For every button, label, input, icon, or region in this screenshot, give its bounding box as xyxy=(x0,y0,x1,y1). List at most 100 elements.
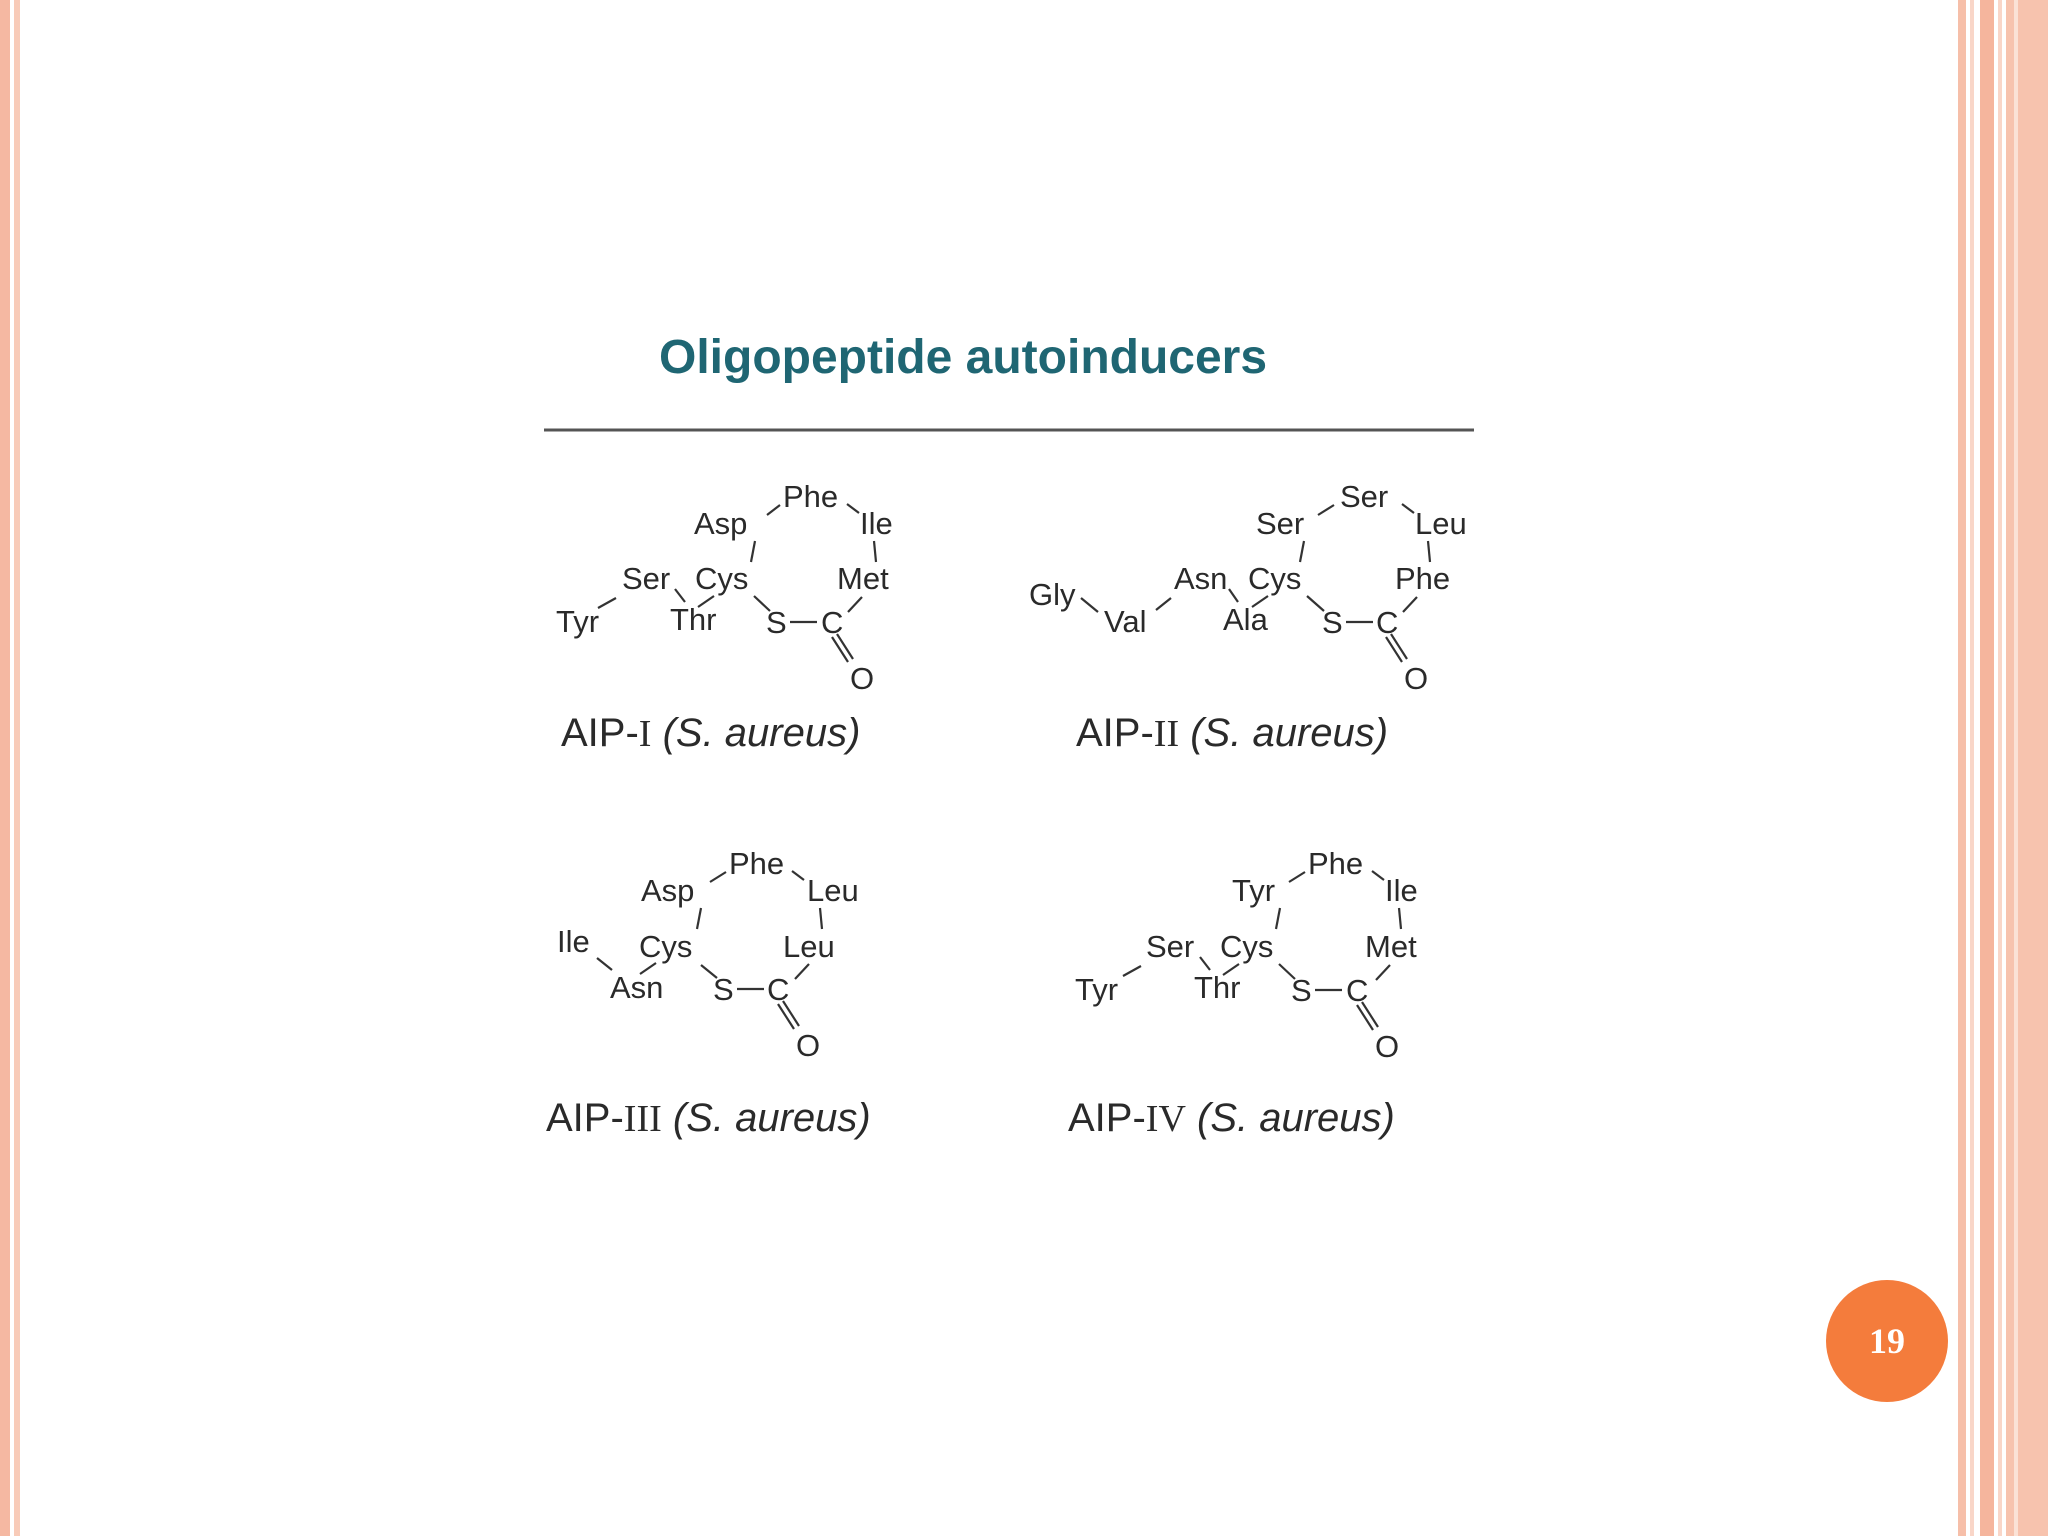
bond xyxy=(695,907,703,930)
bond xyxy=(1228,588,1239,603)
caption-aip-ii: AIP-II (S. aureus) xyxy=(1076,711,1388,755)
bond xyxy=(1222,963,1240,976)
right-frame-stripe xyxy=(2006,0,2048,1536)
right-frame-stripe xyxy=(2014,0,2018,1536)
residue-thr: Thr xyxy=(670,602,717,637)
residue-phe: Phe xyxy=(1308,846,1363,881)
residue-tyr: Tyr xyxy=(1075,972,1118,1007)
residue-asp: Asp xyxy=(641,873,694,908)
bond xyxy=(1306,595,1325,612)
bond xyxy=(831,636,849,663)
residue-asn: Asn xyxy=(610,970,663,1005)
bond xyxy=(1317,504,1335,516)
aip-structures-figure: Oligopeptide autoinducers Phe Asp Ile Se… xyxy=(530,322,1490,1182)
bond xyxy=(674,588,686,603)
right-frame-stripe xyxy=(1970,0,1974,1536)
bond xyxy=(794,963,810,980)
residue-ile: Ile xyxy=(557,924,590,959)
bond xyxy=(1371,870,1385,881)
bond xyxy=(1397,907,1403,930)
bond xyxy=(836,633,854,660)
atom-c: C xyxy=(821,605,843,640)
bond xyxy=(1375,964,1391,981)
bond xyxy=(1122,965,1142,977)
atom-o: O xyxy=(1375,1029,1399,1064)
bond xyxy=(1274,907,1282,930)
residue-leu: Leu xyxy=(783,929,835,964)
bond xyxy=(791,870,805,881)
residue-tyr-top: Tyr xyxy=(1232,873,1275,908)
bond xyxy=(1385,636,1403,663)
residue-ile: Ile xyxy=(860,506,893,541)
residue-leu-top: Leu xyxy=(807,873,859,908)
bond xyxy=(749,540,757,563)
residue-cys: Cys xyxy=(1220,929,1273,964)
bond xyxy=(1356,1004,1374,1031)
caption-aip-i: AIP-I (S. aureus) xyxy=(561,711,860,755)
bond xyxy=(639,962,657,975)
bond xyxy=(1361,1001,1379,1028)
residue-cys: Cys xyxy=(639,929,692,964)
residue-asn: Asn xyxy=(1174,561,1227,596)
atom-o: O xyxy=(850,661,874,696)
atom-o: O xyxy=(1404,661,1428,696)
residue-gly: Gly xyxy=(1029,577,1076,612)
right-frame-stripe xyxy=(1980,0,1994,1536)
bond xyxy=(1390,633,1408,660)
residue-asp: Asp xyxy=(694,506,747,541)
left-frame-stripe xyxy=(14,0,20,1536)
aip-i-structure: Phe Asp Ile Ser Cys Met Tyr Thr S C O AI… xyxy=(556,479,893,755)
bond xyxy=(753,595,771,612)
bond xyxy=(846,503,860,514)
residue-phe: Phe xyxy=(783,479,838,514)
page-number-badge: 19 xyxy=(1826,1280,1948,1402)
atom-c: C xyxy=(1376,605,1398,640)
residue-tyr: Tyr xyxy=(556,604,599,639)
bond xyxy=(1298,540,1306,563)
figure-title: Oligopeptide autoinducers xyxy=(659,331,1267,384)
bond xyxy=(596,957,613,971)
bond xyxy=(1401,503,1415,514)
bond xyxy=(1278,963,1296,980)
atom-c: C xyxy=(1346,973,1368,1008)
atom-s: S xyxy=(1291,973,1312,1008)
residue-cys: Cys xyxy=(1248,561,1301,596)
residue-ser: Ser xyxy=(1146,929,1194,964)
bond xyxy=(697,595,715,608)
aip-iv-structure: Phe Tyr Ile Ser Cys Met Tyr Thr S C O AI… xyxy=(1068,846,1418,1140)
aip-ii-structure: Ser Ser Leu Asn Cys Phe Gly Val Ala S C … xyxy=(1029,479,1467,755)
residue-ser: Ser xyxy=(1256,506,1304,541)
bond xyxy=(872,540,878,563)
bond xyxy=(709,871,727,883)
residue-val: Val xyxy=(1104,604,1147,639)
residue-cys: Cys xyxy=(695,561,748,596)
atom-s: S xyxy=(1322,605,1343,640)
bond xyxy=(597,597,617,609)
residue-leu: Leu xyxy=(1415,506,1467,541)
residue-met: Met xyxy=(837,561,889,596)
bond xyxy=(777,1003,795,1030)
bond xyxy=(700,964,718,979)
bond xyxy=(1080,597,1099,613)
bond xyxy=(818,907,824,930)
bond xyxy=(766,504,781,516)
residue-ser-top: Ser xyxy=(1340,479,1388,514)
bond xyxy=(1251,595,1269,608)
atom-c: C xyxy=(767,972,789,1007)
residue-ile: Ile xyxy=(1385,873,1418,908)
right-frame-stripe xyxy=(1958,0,1966,1536)
residue-met: Met xyxy=(1365,929,1417,964)
bond xyxy=(1426,540,1432,563)
bond xyxy=(1402,596,1418,613)
bond xyxy=(1288,871,1306,883)
right-frame-stripe xyxy=(1998,0,2002,1536)
left-frame-stripe xyxy=(0,0,10,1536)
atom-s: S xyxy=(713,972,734,1007)
residue-ala: Ala xyxy=(1223,602,1269,637)
residue-phe: Phe xyxy=(1395,561,1450,596)
bond xyxy=(782,1000,800,1027)
caption-aip-iii: AIP-III (S. aureus) xyxy=(546,1096,871,1140)
aip-iii-structure: Phe Asp Leu Ile Cys Leu Asn S C O AIP-II… xyxy=(546,846,871,1140)
residue-ser: Ser xyxy=(622,561,670,596)
atom-o: O xyxy=(796,1028,820,1063)
